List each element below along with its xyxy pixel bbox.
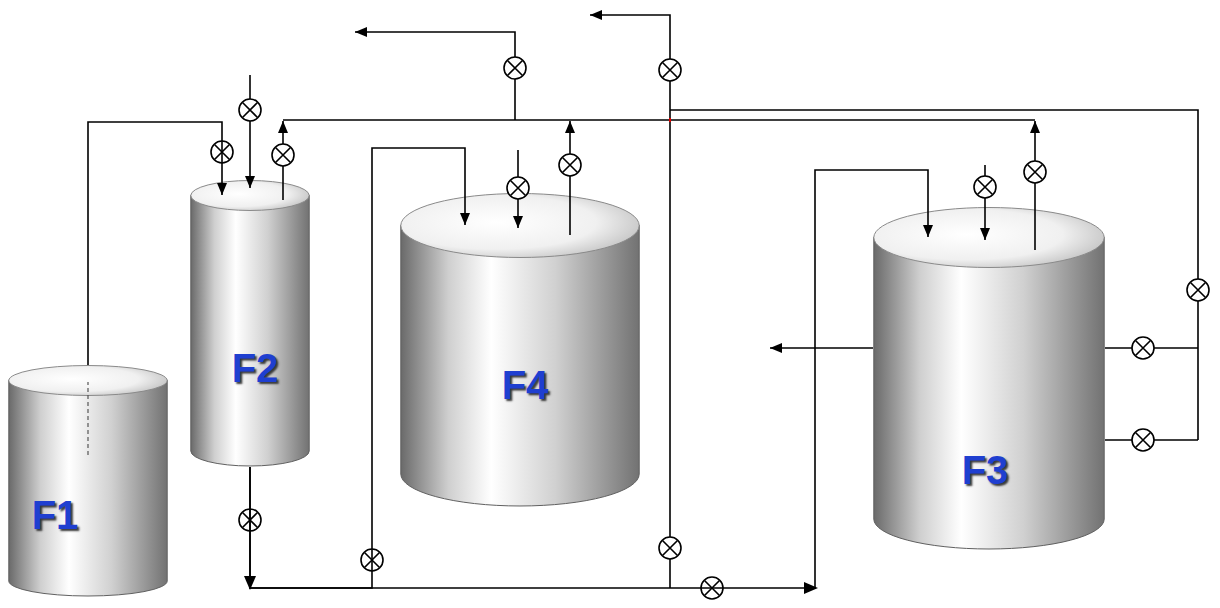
pipe-line — [804, 582, 818, 594]
pipe-line — [282, 121, 284, 200]
valve-symbol — [211, 141, 233, 163]
pipe-line — [1034, 121, 1036, 250]
tank-top — [191, 181, 309, 211]
valve-symbol — [1136, 341, 1151, 356]
valve-symbol — [365, 553, 380, 568]
valve-symbol — [272, 144, 294, 166]
tank-label: F2 — [232, 348, 279, 388]
valve-symbol — [507, 177, 529, 199]
tank: F4 — [400, 193, 640, 507]
valve-symbol — [659, 537, 681, 559]
valve-symbol — [1132, 429, 1154, 451]
pipe-line — [669, 118, 671, 122]
pipe-line — [355, 32, 515, 120]
valve-symbol — [511, 181, 526, 196]
valve-symbol — [659, 59, 681, 81]
tank-shape — [8, 365, 168, 597]
pipe-line — [770, 347, 873, 349]
valve-symbol — [1132, 429, 1154, 451]
valve-symbol — [559, 154, 581, 176]
pipe-line — [670, 110, 1198, 440]
valve-symbol — [978, 180, 993, 195]
valve-symbol — [272, 144, 294, 166]
valve-symbol — [1187, 279, 1209, 301]
pipe-connector — [88, 122, 222, 365]
tank-label: F4 — [502, 365, 549, 405]
pipe-connector — [250, 148, 465, 588]
tank: F1 — [8, 365, 168, 597]
valve-symbol — [504, 57, 526, 79]
pipe-line — [1105, 347, 1198, 349]
tank-top — [9, 366, 167, 396]
valve-symbol — [243, 103, 258, 118]
valve-symbol — [239, 509, 261, 531]
pipe-line — [211, 57, 1209, 599]
valve-symbol — [361, 549, 383, 571]
tank-top — [874, 208, 1104, 268]
tank-body — [191, 195, 309, 466]
valve-symbol — [559, 154, 581, 176]
valve-symbol — [701, 577, 723, 599]
tank-body — [874, 237, 1104, 549]
valve-symbol — [974, 176, 996, 198]
pipe-line — [984, 165, 986, 240]
valve-symbol — [361, 549, 383, 571]
valve-symbol — [239, 99, 261, 121]
valve-symbol — [504, 57, 526, 79]
valve-symbol — [239, 99, 261, 121]
valve-symbol — [215, 145, 230, 160]
valve-symbol — [1132, 337, 1154, 359]
pipe-line — [249, 75, 251, 188]
valve-symbol — [659, 537, 681, 559]
pipe-line — [517, 150, 519, 228]
pipe-line — [88, 15, 1198, 588]
tank-label: F3 — [962, 450, 1009, 490]
tank: F3 — [873, 207, 1105, 550]
valve-symbol — [563, 158, 578, 173]
tank-top — [401, 194, 639, 258]
pipe-line — [244, 576, 256, 590]
tank-shape — [400, 193, 640, 507]
valve-symbol — [701, 577, 723, 599]
pipe-line — [590, 15, 670, 588]
valve-symbol — [1024, 161, 1046, 183]
tank-body — [9, 380, 167, 596]
valve-symbol — [243, 513, 258, 528]
valve-symbol — [1028, 165, 1043, 180]
tank-shape — [873, 207, 1105, 550]
valve-symbol — [211, 141, 233, 163]
pipe-line — [1105, 439, 1198, 441]
valve-symbol — [508, 61, 523, 76]
pipe-line — [283, 119, 1035, 121]
tank-body — [401, 225, 639, 506]
valve-symbol — [1136, 433, 1151, 448]
valve-symbol — [1187, 279, 1209, 301]
pipe-connector — [250, 170, 928, 588]
valve-symbol — [239, 509, 261, 531]
pipe-line — [87, 382, 88, 455]
tank: F2 — [190, 180, 310, 467]
valve-symbol — [507, 177, 529, 199]
valve-symbol — [705, 581, 720, 596]
tank-label: F1 — [32, 495, 79, 535]
valve-symbol — [1024, 161, 1046, 183]
valve-symbol — [663, 541, 678, 556]
valve-symbol — [663, 63, 678, 78]
valve-symbol — [974, 176, 996, 198]
tank-shape — [190, 180, 310, 467]
valve-symbol — [1191, 283, 1206, 298]
valve-symbol — [659, 59, 681, 81]
valve-symbol — [276, 148, 291, 163]
pipe-line — [569, 121, 571, 235]
valve-symbol — [1132, 337, 1154, 359]
